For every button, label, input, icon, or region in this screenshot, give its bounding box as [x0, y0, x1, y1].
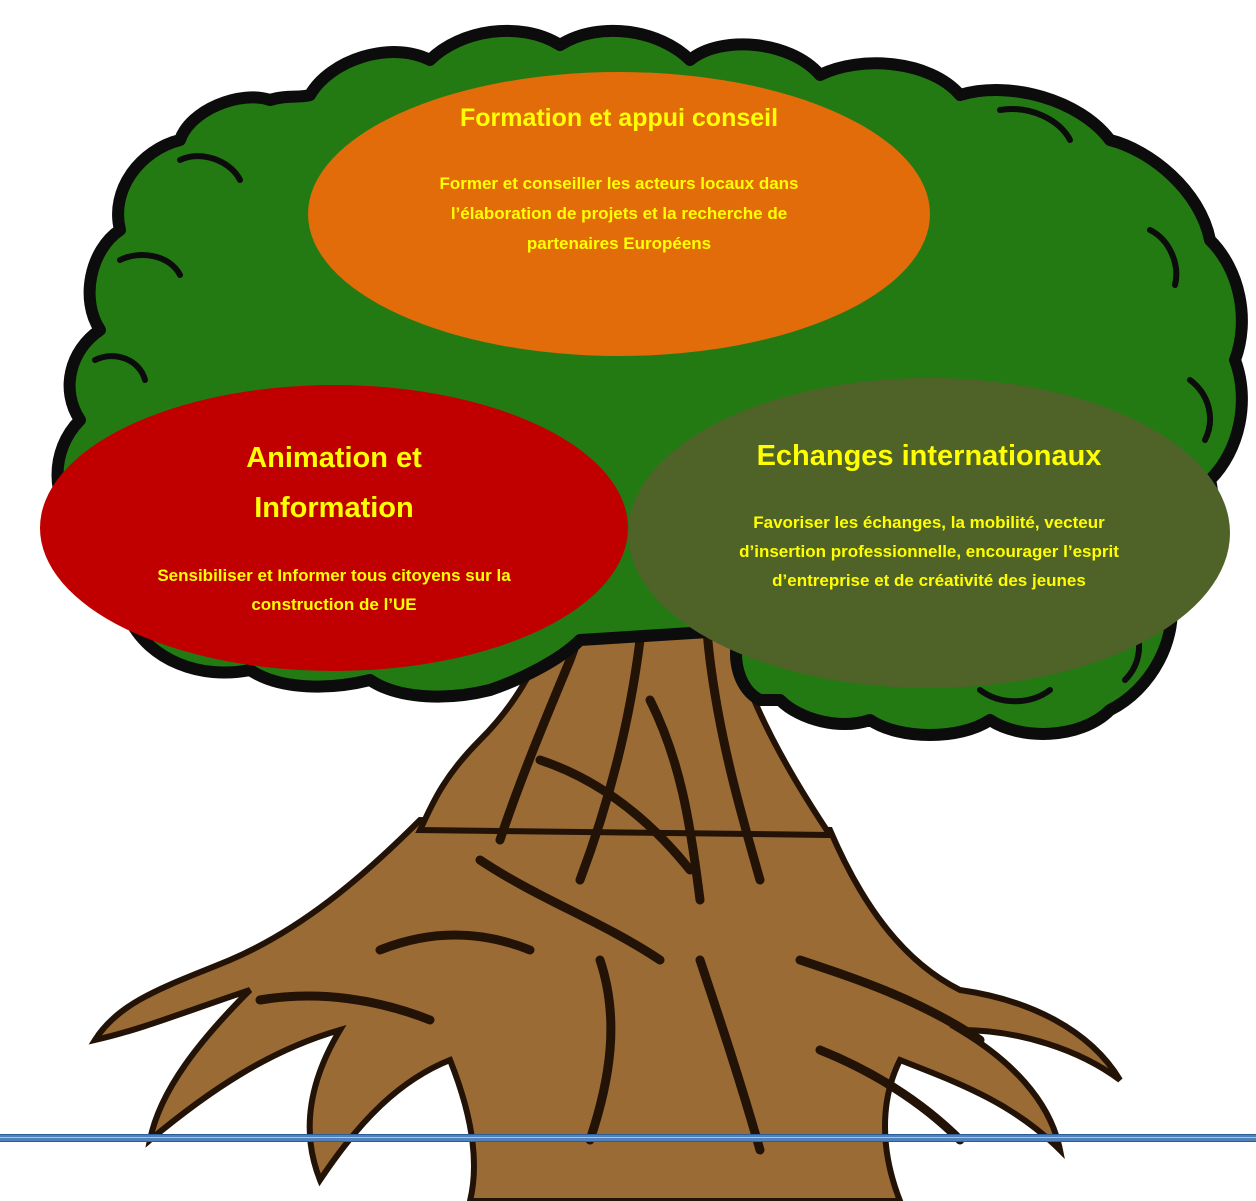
bubble-description: Former et conseiller les acteurs locaux …	[439, 174, 799, 253]
bubble-title: Animation et Information	[246, 442, 422, 524]
bubble-description: Sensibiliser et Informer tous citoyens s…	[157, 566, 511, 614]
footer-divider	[0, 1134, 1256, 1142]
foliage-texture	[92, 106, 1213, 705]
bubble-description: Favoriser les échanges, la mobilité, vec…	[739, 513, 1119, 590]
bubble-echanges-internationaux: Echanges internationaux Favoriser les éc…	[628, 378, 1230, 688]
bubble-formation-appui-conseil: Formation et appui conseil Former et con…	[308, 72, 930, 356]
bubble-animation-information: Animation et Information Sensibiliser et…	[40, 385, 628, 671]
bubble-title: Formation et appui conseil	[459, 104, 779, 132]
bubble-title: Echanges internationaux	[756, 440, 1102, 472]
